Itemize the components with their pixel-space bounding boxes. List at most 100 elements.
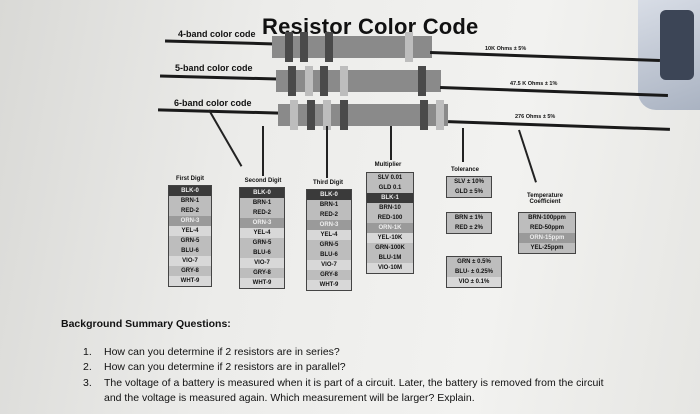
color-cell: GLD ± 5% <box>447 187 491 197</box>
col-header-temperature: Temperature Coefficient <box>527 193 563 205</box>
band <box>405 32 413 62</box>
row-value-6-band: 276 Ohms ± 5% <box>515 114 556 120</box>
question-number: 3. <box>83 377 92 389</box>
question-text-cont: and the voltage is measured again. Which… <box>104 392 475 404</box>
third-digit-column: BLK-0 BRN-1 RED-2 ORN-3 YEL-4 GRN-5 BLU-… <box>306 189 352 291</box>
question-number: 2. <box>83 361 92 373</box>
color-cell: BLK-0 <box>307 190 351 200</box>
color-cell: VIO-7 <box>254 260 270 266</box>
first-digit-column: BLK-0 BRN-1 RED-2 ORN-3 YEL-4 GRN-5 BLU-… <box>168 185 212 287</box>
tolerance-bottom: GRN ± 0.5% BLU- ± 0.25% VIO ± 0.1% <box>446 256 502 288</box>
color-cell: GRY-8 <box>240 268 284 278</box>
laptop-key <box>660 10 694 80</box>
color-cell: RED-2 <box>169 206 211 216</box>
color-cell: GRN-5 <box>307 240 351 250</box>
color-cell: VIO-7 <box>182 258 198 264</box>
color-cell: BLU- ± 0.25% <box>447 267 501 277</box>
questions-heading: Background Summary Questions: <box>61 318 231 330</box>
resistor-5-band <box>276 70 441 92</box>
color-cell: BLK-0 <box>169 186 211 196</box>
band <box>300 32 308 62</box>
color-cell: ORN-15ppm <box>519 233 575 243</box>
row-value-5-band: 47.5 K Ohms ± 1% <box>510 81 558 87</box>
resistor-4-band <box>272 36 432 58</box>
question-text: The voltage of a battery is measured whe… <box>104 377 604 389</box>
color-cell: YEL-25ppm <box>519 243 575 253</box>
connector-line <box>390 126 392 160</box>
second-digit-column: BLK-0 BRN-1 RED-2 ORN-3 YEL-4 GRN-5 BLU-… <box>239 187 285 289</box>
page-title: Resistor Color Code <box>262 14 479 39</box>
color-cell: ORN-3 <box>169 216 211 226</box>
color-cell: RED-2 <box>307 210 351 220</box>
color-cell: YEL-4 <box>253 230 271 236</box>
color-cell: SLV 0.01 <box>367 173 413 183</box>
color-cell: WHT-9 <box>180 278 200 284</box>
color-cell: GRN-5 <box>240 238 284 248</box>
color-cell: BRN-1 <box>240 198 284 208</box>
color-cell: RED-50ppm <box>519 223 575 233</box>
color-cell: GLD 0.1 <box>367 183 413 193</box>
col-header-second-digit: Second Digit <box>244 178 282 184</box>
color-cell: WHT-9 <box>252 280 272 286</box>
color-cell: BRN-1 <box>169 196 211 206</box>
col-header-tolerance: Tolerance <box>451 167 479 173</box>
resistor-6-band <box>278 104 448 126</box>
color-cell: GRY-8 <box>169 266 211 276</box>
color-cell: GRN-100K <box>367 243 413 253</box>
band <box>307 100 315 130</box>
laptop-corner <box>638 0 700 110</box>
color-cell: YEL-4 <box>181 228 199 234</box>
color-cell: SLV ± 10% <box>447 177 491 187</box>
band <box>418 66 426 96</box>
color-cell: VIO-7 <box>321 262 337 268</box>
band <box>288 66 296 96</box>
color-cell: GRN ± 0.5% <box>447 257 501 267</box>
row-label-4-band: 4-band color code <box>178 29 256 39</box>
question-number: 1. <box>83 346 92 358</box>
color-cell: BLU-6 <box>240 248 284 258</box>
color-cell: WHT-9 <box>319 282 339 288</box>
color-cell: BRN-1 <box>307 200 351 210</box>
color-cell: YEL-4 <box>320 232 338 238</box>
band <box>436 100 444 130</box>
band <box>340 66 348 96</box>
band <box>290 100 298 130</box>
question-text: How can you determine if 2 resistors are… <box>104 346 340 358</box>
col-header-multiplier: Multiplier <box>374 162 402 168</box>
color-cell: BRN-10 <box>367 203 413 213</box>
color-cell: BRN ± 1% <box>447 213 491 223</box>
color-cell: ORN-3 <box>307 220 351 230</box>
row-label-6-band: 6-band color code <box>174 98 252 108</box>
color-cell: ORN-1K <box>367 223 413 233</box>
band <box>340 100 348 130</box>
color-cell: BLK-0 <box>240 188 284 198</box>
tolerance-mid: BRN ± 1% RED ± 2% <box>446 212 492 234</box>
col-header-third-digit: Third Digit <box>313 180 343 186</box>
color-cell: RED-2 <box>240 208 284 218</box>
color-cell: BLK-1 <box>367 193 413 203</box>
row-label-5-band: 5-band color code <box>175 63 253 73</box>
color-cell: RED ± 2% <box>447 223 491 233</box>
temperature-column: BRN-100ppm RED-50ppm ORN-15ppm YEL-25ppm <box>518 212 576 254</box>
color-cell: VIO-10M <box>377 265 402 271</box>
color-cell: VIO ± 0.1% <box>458 279 490 285</box>
row-value-4-band: 10K Ohms ± 5% <box>485 46 527 52</box>
connector-line <box>462 128 464 162</box>
color-cell: BRN-100ppm <box>519 213 575 223</box>
connector-line <box>326 126 328 178</box>
col-header-first-digit: First Digit <box>176 176 204 182</box>
band <box>323 100 331 130</box>
band <box>285 32 293 62</box>
color-cell: YEL-10K <box>377 235 403 241</box>
color-cell: GRN-5 <box>169 236 211 246</box>
tolerance-top: SLV ± 10% GLD ± 5% <box>446 176 492 198</box>
color-cell: BLU-6 <box>169 246 211 256</box>
band <box>305 66 313 96</box>
question-text: How can you determine if 2 resistors are… <box>104 361 346 373</box>
multiplier-column: SLV 0.01 GLD 0.1 BLK-1 BRN-10 RED-100 OR… <box>366 172 414 274</box>
color-cell: ORN-3 <box>240 218 284 228</box>
band <box>325 32 333 62</box>
color-cell: RED-100 <box>367 213 413 223</box>
color-cell: BLU-6 <box>307 250 351 260</box>
questions-section: Background Summary Questions: <box>61 318 231 330</box>
